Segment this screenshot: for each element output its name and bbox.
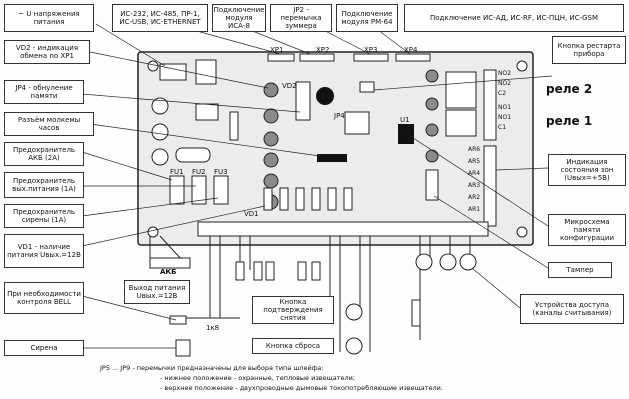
board-vd2: VD2 — [282, 82, 297, 90]
zone-ar6: AR6 — [468, 146, 481, 153]
label-interfaces: ИС-232, ИС-485, ПР-1, ИС-USB, ИС-ETHERNE… — [112, 4, 208, 32]
label-clock-connector: Разъём молкемы часов — [4, 112, 94, 136]
note-jp-line-3: - верхнее положение - двухпроводные дымо… — [160, 384, 443, 392]
label-jp2-buzzer: JP2 - перемычка зуммера — [270, 4, 332, 32]
connector-xp2: XP2 — [316, 46, 330, 54]
relay-term-4: NO1 — [498, 104, 512, 111]
label-confirm-button: Кнопка подтверждения снятия — [252, 296, 334, 324]
relay-term-2: NO2 — [498, 80, 512, 87]
zone-ar1: AR1 — [468, 206, 481, 213]
label-relay-2: реле 2 — [546, 82, 593, 96]
label-module-pm64: Подключение модуля PM-64 — [336, 4, 398, 32]
label-akb: АКБ — [160, 268, 177, 276]
label-tamper: Тампер — [548, 262, 612, 278]
label-fuse-siren: Предохранитель сирены (1А) — [4, 204, 84, 228]
note-jp-line-1: JP5 ... JP9 - перемычки предназначены дл… — [100, 364, 324, 372]
connector-xp1: XP1 — [270, 46, 284, 54]
board-fu3: FU3 — [214, 168, 228, 176]
board-fu2: FU2 — [192, 168, 206, 176]
label-restart-button: Кнопка рестарта прибора — [552, 36, 626, 64]
label-jp4: JP4 - обнуление памяти — [4, 80, 84, 104]
relay-term-3: C2 — [498, 90, 507, 97]
label-siren: Сирена — [4, 340, 84, 356]
zone-ar3: AR3 — [468, 182, 481, 189]
connector-xp3: XP3 — [364, 46, 378, 54]
board-jp4: JP4 — [334, 112, 345, 120]
board-fu1: FU1 — [170, 168, 184, 176]
label-module-isa8: Подключение модуля ИСА-8 — [212, 4, 266, 32]
label-module-ica: Подключение ИС-АД, ИС-RF, ИС-ПЦН, ИС-GSM — [404, 4, 624, 32]
zone-ar5: AR5 — [468, 158, 481, 165]
label-relay-1: реле 1 — [546, 114, 593, 128]
label-fuse-output: Предохранитель вых.питания (1А) — [4, 172, 84, 198]
label-config-memory: Микросхема памяти конфигурации — [548, 214, 626, 246]
connector-xp4: XP4 — [404, 46, 418, 54]
label-access-devices: Устройства доступа (каналы считывания) — [520, 294, 624, 324]
relay-term-1: NO2 — [498, 70, 512, 77]
label-resistor-1k8: 1к8 — [206, 324, 220, 332]
label-bell-control: При необходимости контроля BELL — [4, 282, 84, 314]
label-output-power: Выход питания Uвых.=12В — [124, 280, 190, 304]
label-vd1: VD1 - наличие питания Uвых.=12В — [4, 234, 84, 268]
label-zone-indication: Индикация состояния зон (Uвых=+5В) — [548, 154, 626, 186]
note-jp-line-2: - нижнее положение - охранные, тепловые … — [160, 374, 356, 382]
zone-ar2: AR2 — [468, 194, 481, 201]
label-fuse-akb: Предохранитель АКБ (2А) — [4, 142, 84, 166]
label-vd2: VD2 - индикация обмена по ХР1 — [4, 40, 90, 64]
board-u1: U1 — [400, 116, 410, 124]
label-reset-button: Кнопка сброса — [252, 338, 334, 354]
relay-term-5: NO1 — [498, 114, 512, 121]
board-vd1: VD1 — [244, 210, 259, 218]
relay-term-6: C1 — [498, 124, 507, 131]
label-power-input: ~ U напряжения питания — [4, 4, 94, 32]
zone-ar4: AR4 — [468, 170, 481, 177]
